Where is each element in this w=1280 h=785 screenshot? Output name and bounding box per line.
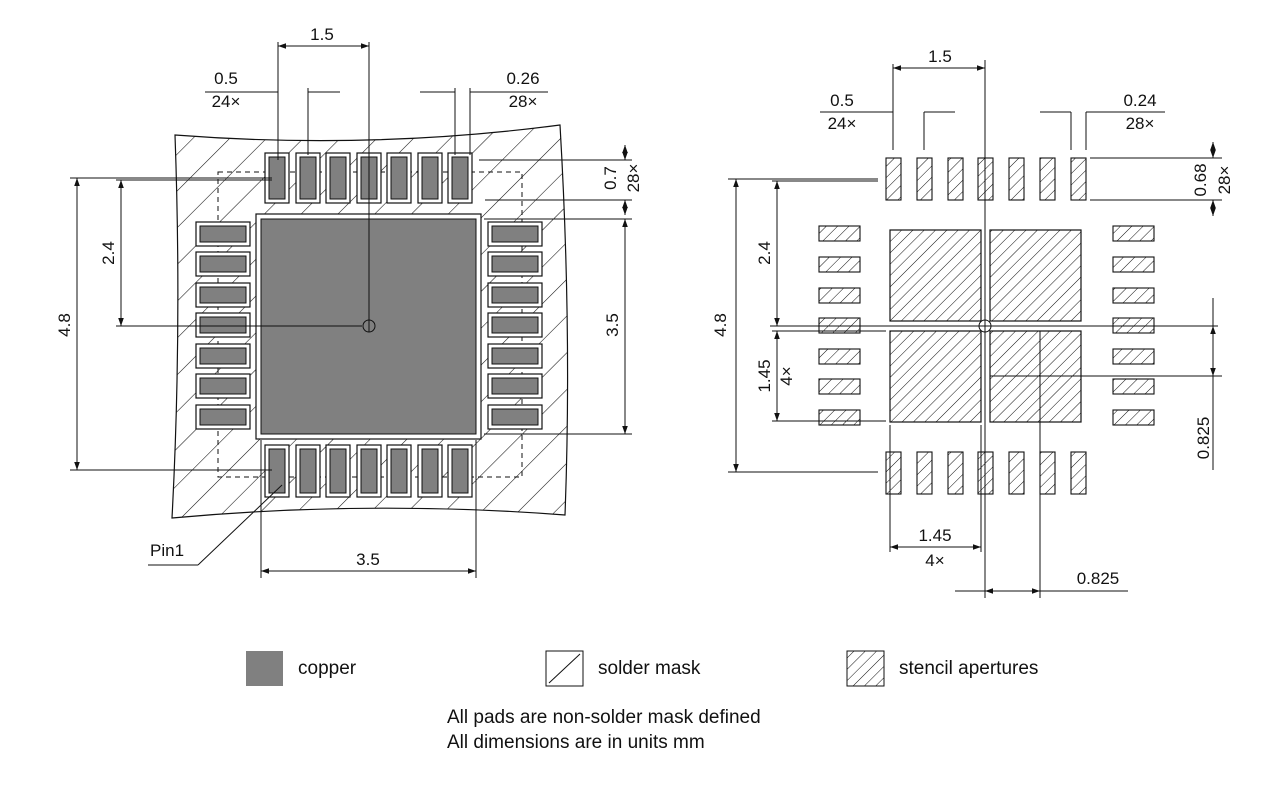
copper-pad <box>491 408 539 426</box>
dim-exposed-pad-width: 3.5 <box>356 550 380 569</box>
copper-pad <box>299 448 317 494</box>
dim-stencil-size-bottom-value: 1.45 <box>918 526 951 545</box>
copper-pad <box>491 316 539 334</box>
stencil-aperture-pad <box>1070 451 1087 495</box>
dim-total-height: 4.8 <box>55 313 74 337</box>
copper-pad <box>360 448 378 494</box>
stencil-aperture-center <box>889 229 982 322</box>
copper-pad <box>199 377 247 395</box>
stencil-aperture-pad <box>1008 157 1025 201</box>
dim-pad-length-count: 28× <box>1215 166 1234 195</box>
stencil-aperture-pad <box>1112 409 1155 426</box>
legend-label-solder-mask: solder mask <box>598 658 701 679</box>
copper-pad <box>421 156 439 200</box>
dim-pad-pitch-value: 0.5 <box>214 69 238 88</box>
stencil-aperture-pad <box>1112 378 1155 395</box>
stencil-aperture-pad <box>885 451 902 495</box>
dim-total-height: 4.8 <box>711 313 730 337</box>
stencil-aperture-pad <box>916 157 933 201</box>
copper-pad <box>329 156 347 200</box>
dim-pad-pitch-value: 0.5 <box>830 91 854 110</box>
dim-pad-pitch-count: 24× <box>828 114 857 133</box>
copper-pad <box>199 316 247 334</box>
dim-pitch-top: 1.5 <box>310 25 334 44</box>
stencil-aperture-pad <box>818 287 861 304</box>
dim-half-height: 2.4 <box>99 241 118 265</box>
left-land-pattern-view: 1.5 0.5 24× 0.26 28× 0.7 28× 2.4 4.8 3.5… <box>55 25 643 578</box>
copper-pad <box>491 286 539 304</box>
dim-pad-width-value: 0.26 <box>506 69 539 88</box>
stencil-aperture-pad <box>1112 256 1155 273</box>
stencil-aperture-pad <box>1039 451 1056 495</box>
stencil-aperture-pad <box>818 256 861 273</box>
copper-pad <box>491 255 539 273</box>
right-dimension-lines <box>728 60 1222 598</box>
copper-pad <box>390 156 408 200</box>
copper-pad <box>451 156 469 200</box>
legend-label-copper: copper <box>298 658 357 679</box>
stencil-aperture-pad <box>916 451 933 495</box>
dim-stencil-size-left-value: 1.45 <box>755 359 774 392</box>
dim-stencil-size-left-count: 4× <box>777 366 796 385</box>
copper-pad <box>199 225 247 243</box>
dim-pad-width-count: 28× <box>509 92 538 111</box>
dim-pad-length-value: 0.7 <box>601 166 620 190</box>
stencil-aperture-center <box>889 330 982 423</box>
left-dimension-lines <box>70 42 632 578</box>
stencil-aperture-pad <box>885 157 902 201</box>
note-units: All dimensions are in units mm <box>447 732 705 753</box>
copper-pad <box>199 408 247 426</box>
copper-pad <box>268 448 286 494</box>
stencil-aperture-pad <box>818 378 861 395</box>
copper-pad <box>299 156 317 200</box>
stencil-swatch <box>846 650 885 687</box>
copper-pad <box>421 448 439 494</box>
copper-pad <box>199 286 247 304</box>
dim-half-height: 2.4 <box>755 241 774 265</box>
stencil-aperture-pad <box>1008 451 1025 495</box>
legend: copper solder mask stencil apertures <box>246 650 1038 687</box>
pin1-label: Pin1 <box>150 541 184 560</box>
stencil-aperture-pad <box>947 451 964 495</box>
copper-pad <box>199 255 247 273</box>
legend-label-stencil: stencil apertures <box>899 658 1038 679</box>
stencil-aperture-pad <box>1112 287 1155 304</box>
stencil-aperture-pad <box>1039 157 1056 201</box>
stencil-aperture-pad <box>1112 225 1155 242</box>
copper-swatch <box>246 651 283 686</box>
copper-pad <box>491 347 539 365</box>
note-nsmd: All pads are non-solder mask defined <box>447 707 761 728</box>
dim-pad-length-value: 0.68 <box>1191 163 1210 196</box>
stencil-aperture-center <box>989 229 1082 322</box>
dim-pad-width-value: 0.24 <box>1123 91 1156 110</box>
dim-stencil-offset-right: 0.825 <box>1194 417 1213 460</box>
copper-pad <box>451 448 469 494</box>
copper-pad <box>491 377 539 395</box>
dim-pad-pitch-count: 24× <box>212 92 241 111</box>
stencil-aperture-pad <box>1112 348 1155 365</box>
stencil-aperture-pad <box>947 157 964 201</box>
stencil-aperture-pad <box>1070 157 1087 201</box>
copper-pad <box>199 347 247 365</box>
stencil-aperture-pad <box>818 409 861 426</box>
right-stencil-view: 1.5 0.5 24× 0.24 28× 0.68 28× 2.4 4.8 1.… <box>711 47 1234 598</box>
dim-stencil-size-bottom-count: 4× <box>925 551 944 570</box>
dim-stencil-offset-bottom: 0.825 <box>1077 569 1120 588</box>
dim-exposed-pad-height: 3.5 <box>603 313 622 337</box>
pin1-leader <box>197 484 283 566</box>
stencil-aperture-pad <box>818 348 861 365</box>
solder-mask-swatch <box>545 650 584 687</box>
dim-pad-length-count: 28× <box>624 164 643 193</box>
dim-pad-width-count: 28× <box>1126 114 1155 133</box>
copper-pad <box>329 448 347 494</box>
dim-pitch-top: 1.5 <box>928 47 952 66</box>
stencil-aperture-pad <box>818 225 861 242</box>
copper-pad <box>390 448 408 494</box>
copper-pad <box>491 225 539 243</box>
